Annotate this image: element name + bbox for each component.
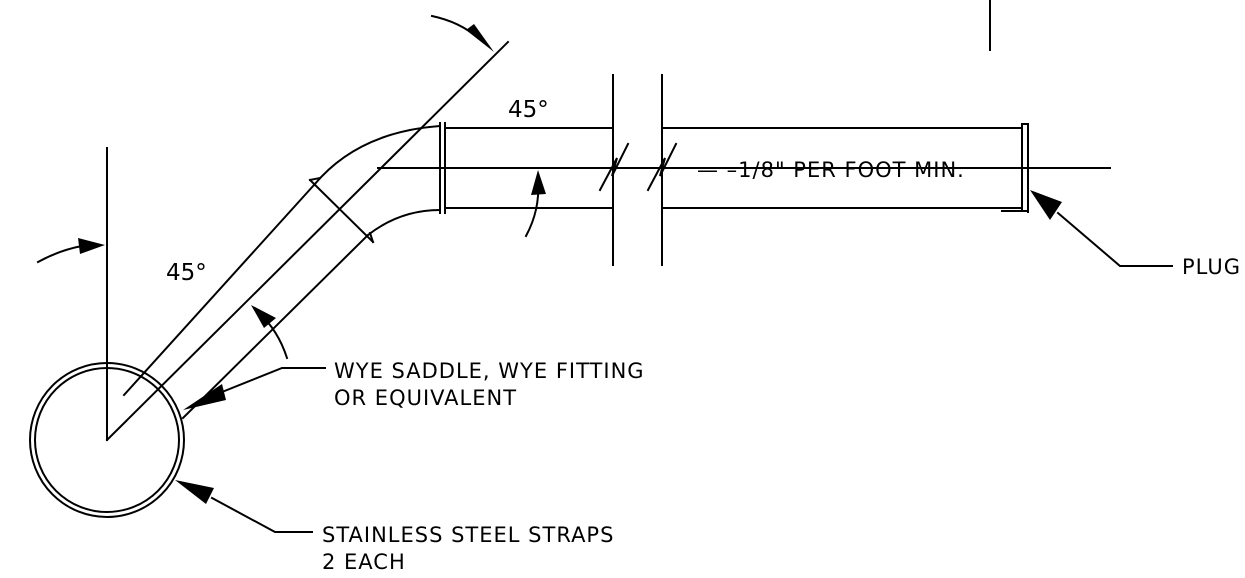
left-angle-dimension [36, 238, 105, 264]
left-angle-label: 45° [166, 260, 207, 286]
plug-label: PLUG [1182, 255, 1241, 279]
upper-angle-dimension [430, 14, 494, 52]
straps-leader [175, 480, 313, 533]
wye-leader [183, 367, 326, 410]
diagonal-pipe-dimension [251, 305, 289, 360]
diagonal-centerline [105, 40, 510, 442]
straps-label-line2: 2 EACH [322, 550, 406, 574]
upper-angle-label: 45° [508, 97, 549, 123]
horizontal-pipe-right [661, 127, 1023, 209]
pipe-plug [1001, 123, 1029, 213]
wye-label-line1: WYE SADDLE, WYE FITTING [334, 359, 645, 383]
slope-label: — –1/8" PER FOOT MIN. [697, 158, 965, 182]
wye-label-line2: OR EQUIVALENT [334, 386, 517, 410]
straps-label-line1: STAINLESS STEEL STRAPS [322, 523, 614, 547]
elbow-fitting [312, 122, 446, 237]
diagonal-branch-pipe [122, 176, 375, 420]
pipe-break-marks [598, 74, 678, 266]
plug-leader [1030, 190, 1173, 267]
horizontal-angle-dimension [524, 170, 546, 238]
horizontal-pipe-left [444, 127, 614, 209]
